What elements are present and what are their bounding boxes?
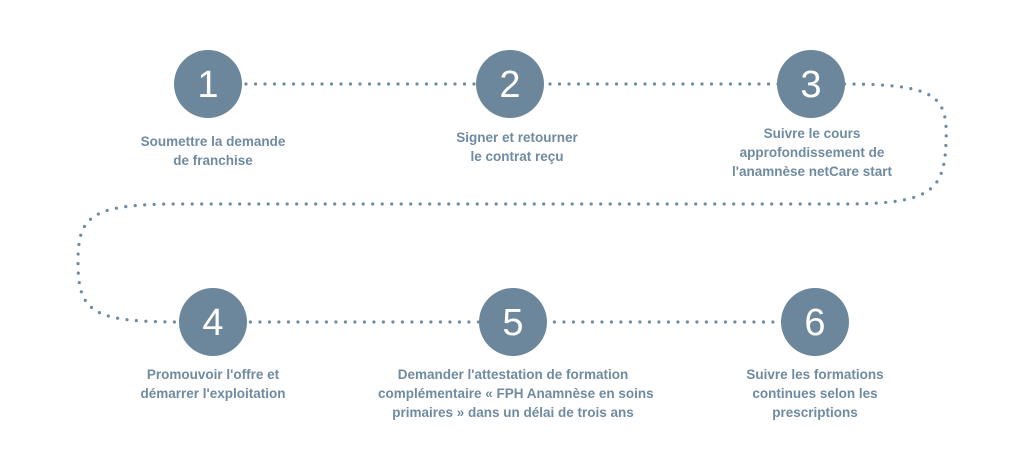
step-3-label: Suivre le cours approfondissement de l'a… — [687, 124, 937, 181]
step-5: 5 — [479, 288, 547, 356]
step-4-label: Promouvoir l'offre et démarrer l'exploit… — [88, 365, 338, 403]
step-1-label: Soumettre la demande de franchise — [88, 132, 338, 170]
step-1-label-line: Soumettre la demande — [140, 134, 286, 149]
step-6-label: Suivre les formations continues selon le… — [690, 365, 940, 422]
step-3-circle — [777, 50, 845, 118]
step-3-number: 3 — [800, 64, 821, 106]
dotted-connector-path — [76, 82, 948, 324]
step-1-label-line: de franchise — [173, 153, 253, 168]
step-4-label-line: Promouvoir l'offre et — [146, 367, 280, 382]
step-6-label-line: Suivre les formations — [746, 367, 884, 382]
step-2-number: 2 — [499, 64, 520, 106]
step-3-label-line: l'anamnèse netCare start — [731, 164, 893, 179]
step-1-number: 1 — [197, 64, 218, 106]
step-2-label: Signer et retourner le contrat reçu — [392, 128, 642, 166]
step-5-circle — [479, 288, 547, 356]
step-4: 4 — [179, 288, 247, 356]
step-6: 6 — [781, 288, 849, 356]
step-3-label-line: approfondissement de — [739, 145, 885, 160]
step-2-label-line: le contrat reçu — [470, 149, 564, 164]
step-1: 1 — [174, 50, 242, 118]
step-2-label-line: Signer et retourner — [456, 130, 578, 145]
step-4-number: 4 — [202, 302, 223, 344]
step-2-circle — [476, 50, 544, 118]
step-5-label-line: Demander l'attestation de formation — [397, 367, 629, 382]
step-2: 2 — [476, 50, 544, 118]
step-3: 3 — [777, 50, 845, 118]
step-4-label-line: démarrer l'exploitation — [140, 386, 286, 401]
step-5-label: Demander l'attestation de formation comp… — [378, 365, 654, 422]
step-5-label-line: primaires » dans un délai de trois ans — [392, 405, 634, 420]
step-6-number: 6 — [804, 302, 825, 344]
step-1-circle — [174, 50, 242, 118]
step-6-label-line: prescriptions — [772, 405, 858, 420]
step-6-circle — [781, 288, 849, 356]
step-5-number: 5 — [502, 302, 523, 344]
step-6-label-line: continues selon les — [752, 386, 878, 401]
step-3-label-line: Suivre le cours — [763, 126, 861, 141]
step-5-label-line: complémentaire « FPH Anamnèse en soins — [378, 386, 654, 401]
step-4-circle — [179, 288, 247, 356]
